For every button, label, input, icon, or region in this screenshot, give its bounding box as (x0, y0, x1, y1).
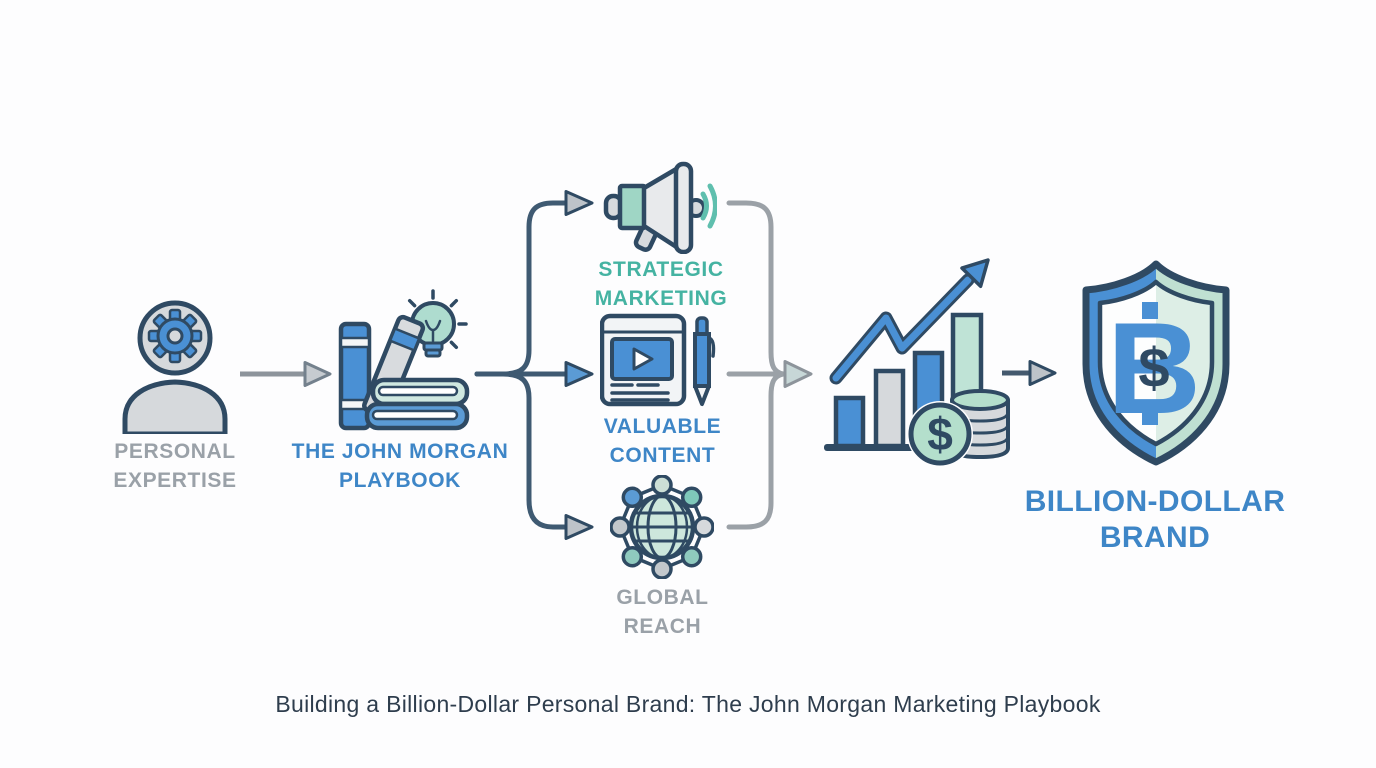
diagram-caption: Building a Billion-Dollar Personal Brand… (275, 691, 1101, 717)
globe (628, 493, 696, 561)
arrow-source-to-playbook (240, 361, 332, 387)
label-valuable-content: VALUABLE CONTENT (603, 415, 722, 467)
gear-icon (147, 308, 203, 364)
trend-arrow (829, 258, 990, 385)
pen (693, 316, 716, 406)
megaphone-icon (602, 158, 717, 254)
sound-waves (700, 183, 717, 229)
network-nodes (610, 475, 714, 579)
play-icon (632, 347, 654, 371)
label-strategic-marketing: STRATEGIC MARKETING (594, 258, 728, 310)
svg-text:$: $ (1138, 336, 1169, 399)
arrowhead-to-reach (564, 514, 594, 540)
svg-text:B: B (1107, 295, 1201, 441)
book-stack (364, 377, 470, 431)
label-global-reach: GLOBAL REACH (616, 586, 709, 638)
person-gear-icon (112, 296, 238, 434)
arrowhead-to-marketing (564, 190, 594, 216)
branch-split-connector (474, 200, 569, 530)
svg-text:$: $ (927, 408, 953, 460)
label-john-morgan-playbook: THE JOHN MORGAN PLAYBOOK (291, 440, 509, 492)
text-lines (610, 383, 670, 402)
arrowhead-to-growth (783, 360, 813, 388)
bitcoin-dollar-symbol: B $ (1107, 295, 1201, 441)
megaphone-rim (673, 161, 694, 254)
megaphone-body (617, 183, 648, 231)
shield (1082, 260, 1230, 466)
bar-2 (873, 368, 906, 449)
shield-currency-icon: B $ (1070, 256, 1242, 470)
label-billion-dollar-brand: BILLION-DOLLAR BRAND (1024, 485, 1286, 554)
bar-1 (833, 395, 866, 449)
branch-merge-connector (726, 200, 788, 530)
arrow-growth-to-result (1002, 360, 1057, 386)
branch-arrowheads (564, 190, 594, 540)
dollar-coin: $ (907, 401, 973, 466)
book-vertical (338, 321, 372, 431)
arrowhead-to-content (564, 361, 594, 387)
person-body (122, 379, 228, 434)
globe-network-icon (610, 475, 714, 579)
document (600, 313, 687, 407)
growth-chart-icon: $ (818, 258, 1016, 466)
label-personal-expertise: PERSONAL EXPERTISE (113, 440, 237, 492)
books-lightbulb-icon (333, 288, 475, 434)
document-pen-icon (600, 312, 718, 408)
